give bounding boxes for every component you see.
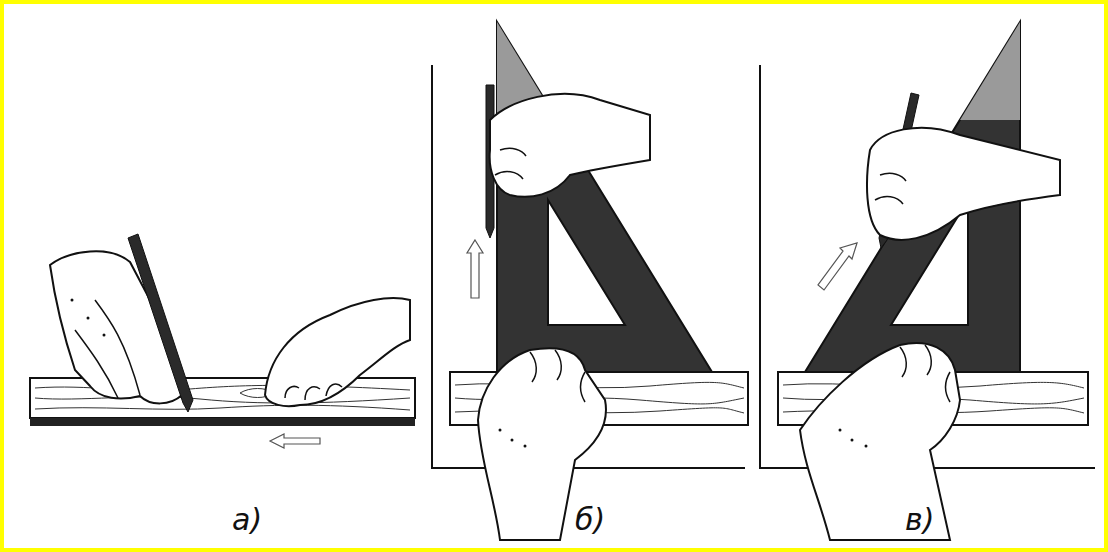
hand-part <box>865 445 868 448</box>
hand-part <box>839 429 842 432</box>
hand-part <box>495 148 526 179</box>
hand <box>265 298 410 406</box>
hand-part <box>875 173 906 204</box>
hand <box>800 343 960 540</box>
set-square-part <box>960 22 1020 120</box>
hand-part <box>867 128 1060 240</box>
ruler-part <box>30 418 415 426</box>
pencil-part <box>128 234 193 412</box>
hand-part <box>103 334 106 337</box>
panel-label: в) <box>905 505 934 535</box>
hand-part <box>524 445 527 448</box>
hand-part <box>285 384 342 400</box>
ruler-part <box>35 397 410 403</box>
hand <box>490 94 650 197</box>
ruler-part <box>35 405 410 410</box>
direction-arrow-part <box>270 434 320 448</box>
set-square-part <box>548 200 625 325</box>
hand-part <box>87 317 90 320</box>
direction-arrow <box>270 434 320 448</box>
hand-part <box>490 94 650 197</box>
hand-part <box>900 345 950 402</box>
direction-arrow <box>467 240 483 298</box>
hand-part <box>75 300 140 398</box>
hand <box>478 348 606 540</box>
pencil <box>128 234 193 412</box>
hand-part <box>851 439 854 442</box>
hand-part <box>478 348 606 540</box>
hand-part <box>265 298 410 406</box>
panel-label: б) <box>575 505 605 535</box>
hand-part <box>530 350 585 402</box>
hand <box>867 128 1060 240</box>
panel-label: а) <box>232 505 262 535</box>
direction-arrow-part <box>467 240 483 298</box>
hand-part <box>800 343 960 540</box>
hand-part <box>511 439 514 442</box>
ruler <box>30 378 415 426</box>
direction-arrow <box>818 243 857 290</box>
hand-part <box>499 429 502 432</box>
hand-part <box>71 299 74 302</box>
direction-arrow-part <box>818 243 857 290</box>
